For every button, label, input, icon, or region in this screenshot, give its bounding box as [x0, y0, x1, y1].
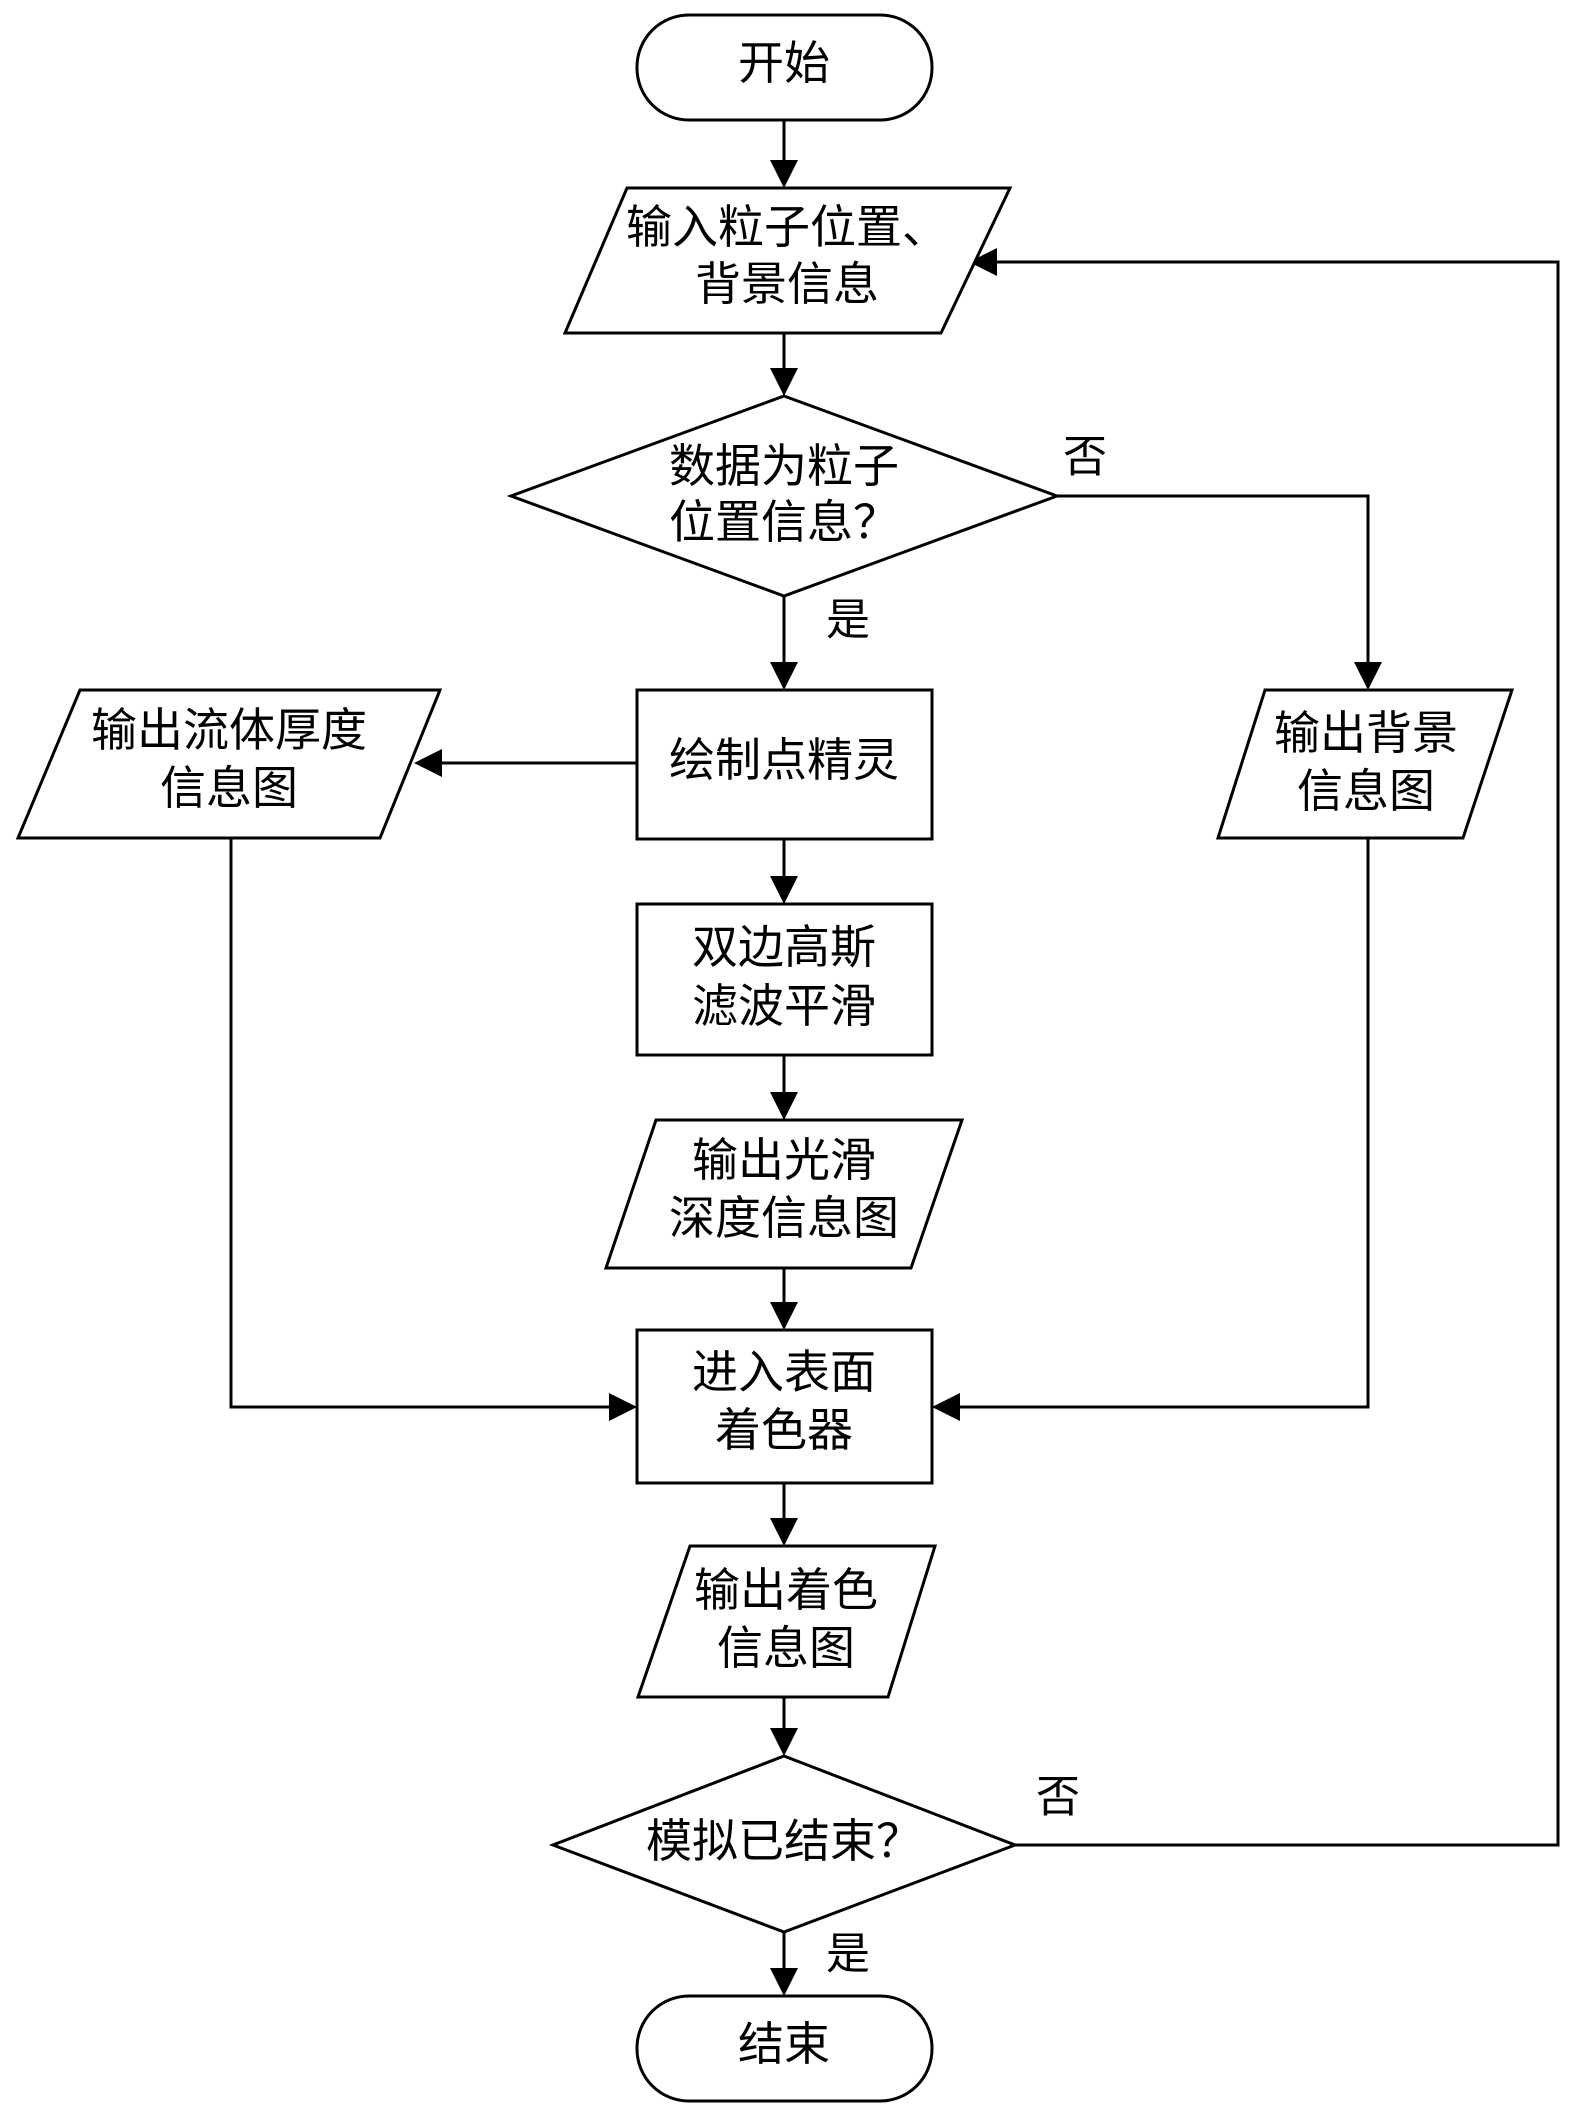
connector-decision-background [1057, 494, 1370, 664]
connector-loop-back [995, 260, 1560, 1847]
end-terminator: 结束 [635, 1994, 934, 2103]
start-terminator: 开始 [635, 13, 934, 122]
output-shading-node: 输出着色 信息图 [635, 1544, 938, 1699]
output-thickness-shape [15, 688, 443, 840]
output-smooth-depth-shape [603, 1118, 965, 1270]
bilateral-filter-shape [635, 902, 934, 1057]
output-smooth-depth-label-line2: 深度信息图 [669, 1191, 899, 1245]
output-shading-label-line2: 信息图 [717, 1621, 855, 1675]
output-smooth-depth-label-line1: 输出光滑 [692, 1133, 876, 1187]
bilateral-filter-label-line2: 滤波平滑 [692, 979, 876, 1033]
decision-end-shape [548, 1754, 1020, 1934]
bilateral-filter-node: 双边高斯 滤波平滑 [635, 902, 934, 1057]
decision-particle-label-line2: 位置信息？ [669, 495, 899, 549]
input-shape [562, 186, 1013, 335]
surface-shader-label-line2: 着色器 [715, 1403, 853, 1457]
output-shading-label-line1: 输出着色 [694, 1563, 878, 1617]
output-thickness-label-line1: 输出流体厚度 [91, 703, 367, 757]
decision-particle-label-line1: 数据为粒子 [669, 439, 899, 493]
surface-shader-shape [635, 1328, 934, 1485]
output-thickness-node: 输出流体厚度 信息图 [15, 688, 443, 840]
connector-thickness-shader [229, 838, 611, 1409]
decision-particle-yes-label: 是 [826, 595, 870, 646]
decision-end-node: 模拟已结束？ [548, 1754, 1020, 1934]
draw-sprites-label: 绘制点精灵 [669, 733, 899, 787]
arrowhead [770, 1302, 798, 1330]
output-thickness-label-line2: 信息图 [160, 761, 298, 815]
arrowhead [969, 248, 997, 276]
end-shape [635, 1994, 934, 2103]
input-data-node: 输入粒子位置、 背景信息 [562, 186, 1013, 335]
draw-sprites-node: 绘制点精灵 [635, 688, 934, 841]
arrowhead [770, 1092, 798, 1120]
output-shading-shape [635, 1544, 938, 1699]
arrowhead [770, 1728, 798, 1756]
arrowhead [770, 876, 798, 904]
decision-end-label: 模拟已结束？ [646, 1814, 922, 1868]
arrowhead [770, 368, 798, 396]
output-background-node: 输出背景 信息图 [1215, 688, 1515, 840]
output-background-label-line1: 输出背景 [1274, 706, 1458, 760]
start-shape [635, 13, 934, 122]
bilateral-filter-label-line1: 双边高斯 [692, 920, 876, 974]
arrowhead [770, 1968, 798, 1996]
input-label-line2: 背景信息 [695, 257, 879, 311]
output-smooth-depth-node: 输出光滑 深度信息图 [603, 1118, 965, 1270]
decision-particle-no-label: 否 [1063, 432, 1107, 483]
arrowhead [770, 662, 798, 690]
decision-end-no-label: 否 [1036, 1772, 1080, 1823]
decision-particle-shape [506, 394, 1062, 598]
end-label: 结束 [738, 2017, 830, 2071]
output-background-label-line2: 信息图 [1297, 764, 1435, 818]
decision-end-yes-label: 是 [826, 1929, 870, 1980]
arrowhead [770, 1518, 798, 1546]
surface-shader-node: 进入表面 着色器 [635, 1328, 934, 1485]
arrowhead [1354, 662, 1382, 690]
arrowhead [414, 749, 442, 777]
arrowhead [932, 1393, 960, 1421]
input-label-line1: 输入粒子位置、 [626, 200, 948, 254]
start-label: 开始 [738, 36, 830, 90]
arrowhead [609, 1393, 637, 1421]
output-background-shape [1215, 688, 1515, 840]
arrowhead [770, 160, 798, 188]
surface-shader-label-line1: 进入表面 [692, 1345, 876, 1399]
connectors [229, 120, 1560, 1996]
connector-background-shader [958, 838, 1370, 1409]
draw-sprites-shape [635, 688, 934, 841]
decision-particle-node: 数据为粒子 位置信息？ [506, 394, 1062, 598]
